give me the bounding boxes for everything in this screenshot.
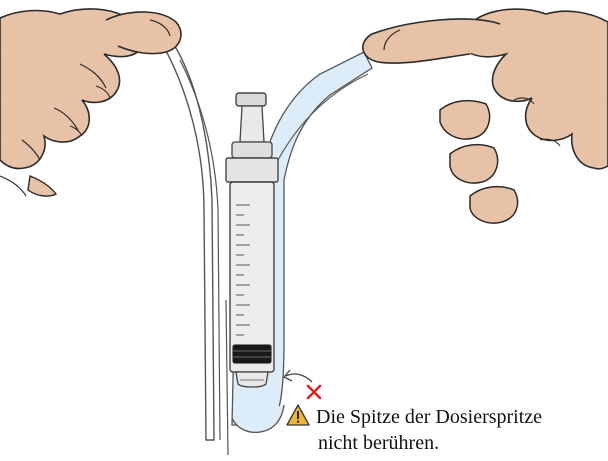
syringe-barrel bbox=[230, 182, 274, 372]
syringe bbox=[226, 93, 278, 387]
caption-line-2: nicht berühren. bbox=[286, 430, 606, 456]
plunger-cap bbox=[236, 93, 266, 106]
barrel-flange bbox=[226, 158, 278, 182]
plunger-rod bbox=[240, 106, 264, 142]
left-hand bbox=[0, 9, 181, 196]
red-x-icon bbox=[308, 386, 320, 398]
plunger-seal bbox=[233, 345, 271, 363]
curved-arrow-icon bbox=[286, 374, 312, 382]
right-hand bbox=[363, 9, 608, 223]
pouch-back-sheet bbox=[160, 40, 214, 440]
warning-caption: Die Spitze der Dosierspritze nicht berüh… bbox=[286, 404, 606, 456]
forbidden-indicator bbox=[284, 370, 320, 398]
warning-triangle-icon bbox=[286, 404, 310, 426]
caption-line-1: Die Spitze der Dosierspritze bbox=[316, 406, 542, 428]
